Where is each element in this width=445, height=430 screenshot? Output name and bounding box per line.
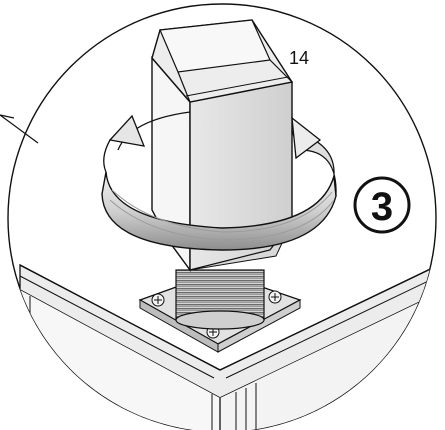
- step-badge: 3: [353, 176, 411, 234]
- leader-pointer: [0, 114, 39, 144]
- step-number: 3: [371, 185, 393, 229]
- threaded-shaft: [175, 269, 265, 330]
- leveling-foot: [151, 19, 294, 273]
- phillips-screw-icon: [151, 293, 165, 307]
- part-number-label: 14: [289, 48, 309, 68]
- phillips-screw-icon: [268, 290, 282, 304]
- rotate-clockwise-arrow-icon: [101, 111, 337, 251]
- detail-circle: [7, 3, 437, 430]
